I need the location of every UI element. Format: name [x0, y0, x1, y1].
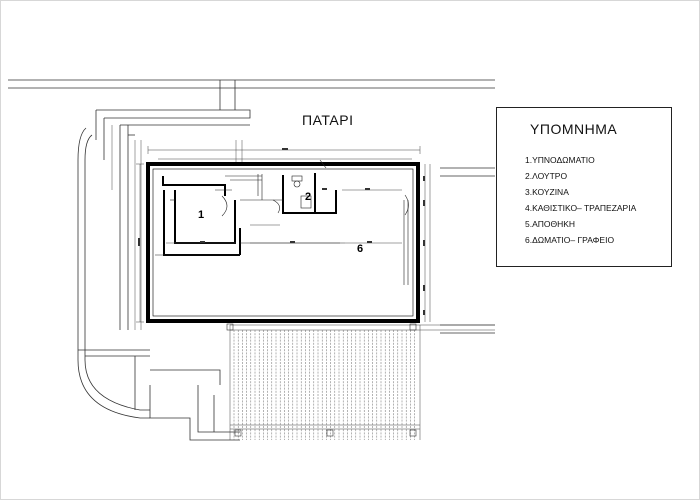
inner-lines — [155, 159, 409, 285]
legend-item: 5.ΑΠΟΘΗΚΗ — [525, 219, 576, 229]
dimension-marks — [138, 148, 425, 315]
legend-item: 4.ΚΑΘΙΣΤΙΚΟ– ΤΡΑΠΕΖΑΡΙΑ — [525, 203, 637, 213]
pergola-post — [226, 323, 234, 331]
pergola-post — [409, 323, 417, 331]
pergola-bars — [226, 323, 417, 440]
pergola-post — [326, 429, 334, 437]
stair-lines — [111, 125, 243, 330]
legend-item: 6.ΔΩΜΑΤΙΟ– ΓΡΑΦΕΙΟ — [525, 235, 615, 245]
legend-box: ΥΠΟΜΝΗΜΑ 1.ΥΠΝΟΔΩΜΑΤΙΟ 2.ΛΟΥΤΡΟ 3.ΚΟΥΖΙΝ… — [496, 107, 672, 267]
room-label-1: 1 — [198, 209, 205, 221]
legend-list: 1.ΥΠΝΟΔΩΜΑΤΙΟ 2.ΛΟΥΤΡΟ 3.ΚΟΥΖΙΝΑ 4.ΚΑΘΙΣ… — [525, 152, 636, 248]
site-outline — [8, 79, 495, 441]
legend-item: 2.ΛΟΥΤΡΟ — [525, 171, 568, 181]
plan-title: ΠΑΤΑΡΙ — [302, 112, 354, 128]
room-label-2: 2 — [305, 191, 312, 203]
pergola-post — [409, 429, 417, 437]
room-label-6: 6 — [357, 243, 364, 255]
building-walls — [146, 162, 420, 323]
dimension-lines — [136, 146, 431, 323]
pergola-grid — [229, 324, 495, 440]
legend-title: ΥΠΟΜΝΗΜΑ — [530, 121, 618, 137]
legend-item: 3.ΚΟΥΖΙΝΑ — [525, 187, 569, 197]
pergola-post — [234, 429, 242, 437]
legend-item: 1.ΥΠΝΟΔΩΜΑΤΙΟ — [525, 155, 595, 165]
